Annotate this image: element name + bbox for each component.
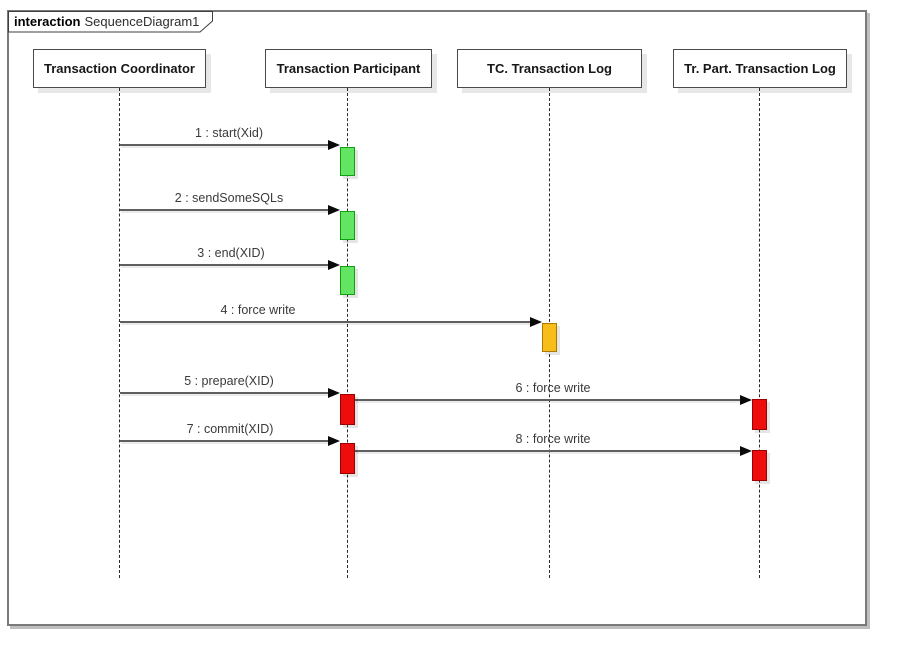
lifeline-header-transaction-coordinator[interactable]: Transaction Coordinator: [33, 49, 206, 88]
message-line: [120, 209, 329, 211]
activation-bar-4[interactable]: [542, 323, 557, 352]
activation-bar-6[interactable]: [752, 399, 767, 430]
message-line: [120, 392, 329, 394]
activation-bar-3[interactable]: [340, 266, 355, 295]
lifeline-header-tc-transaction-log[interactable]: TC. Transaction Log: [457, 49, 642, 88]
arrowhead-icon: [328, 436, 340, 446]
message-line: [120, 321, 530, 323]
pentagon-shape-icon: [8, 11, 213, 33]
message-7-label: 7 : commit(XID): [186, 422, 274, 436]
frame-title: SequenceDiagram1: [84, 14, 200, 29]
arrowhead-icon: [530, 317, 542, 327]
activation-bar-1[interactable]: [340, 147, 355, 176]
message-line: [355, 399, 740, 401]
message-line: [120, 440, 329, 442]
message-6-label: 6 : force write: [515, 381, 591, 395]
activation-bar-5[interactable]: [340, 394, 355, 425]
arrowhead-icon: [740, 395, 752, 405]
interaction-frame[interactable]: [7, 10, 867, 626]
arrowhead-icon: [328, 260, 340, 270]
message-line: [120, 264, 329, 266]
message-3-label: 3 : end(XID): [197, 246, 265, 260]
lifeline-tr-part-transaction-log: [759, 88, 760, 578]
message-2-label: 2 : sendSomeSQLs: [174, 191, 284, 205]
arrowhead-icon: [328, 205, 340, 215]
activation-bar-7[interactable]: [340, 443, 355, 474]
message-4-label: 4 : force write: [220, 303, 296, 317]
message-1-label: 1 : start(Xid): [194, 126, 264, 140]
message-line: [355, 450, 740, 452]
frame-stereotype-label: interaction: [14, 14, 81, 29]
message-8-label: 8 : force write: [515, 432, 591, 446]
arrowhead-icon: [328, 140, 340, 150]
arrowhead-icon: [740, 446, 752, 456]
lifeline-header-transaction-participant[interactable]: Transaction Participant: [265, 49, 432, 88]
activation-bar-2[interactable]: [340, 211, 355, 240]
lifeline-transaction-participant: [347, 88, 348, 578]
arrowhead-icon: [328, 388, 340, 398]
message-line: [120, 144, 329, 146]
lifeline-header-tr-part-transaction-log[interactable]: Tr. Part. Transaction Log: [673, 49, 847, 88]
activation-bar-8[interactable]: [752, 450, 767, 481]
message-5-label: 5 : prepare(XID): [184, 374, 274, 388]
lifeline-transaction-coordinator: [119, 88, 120, 578]
